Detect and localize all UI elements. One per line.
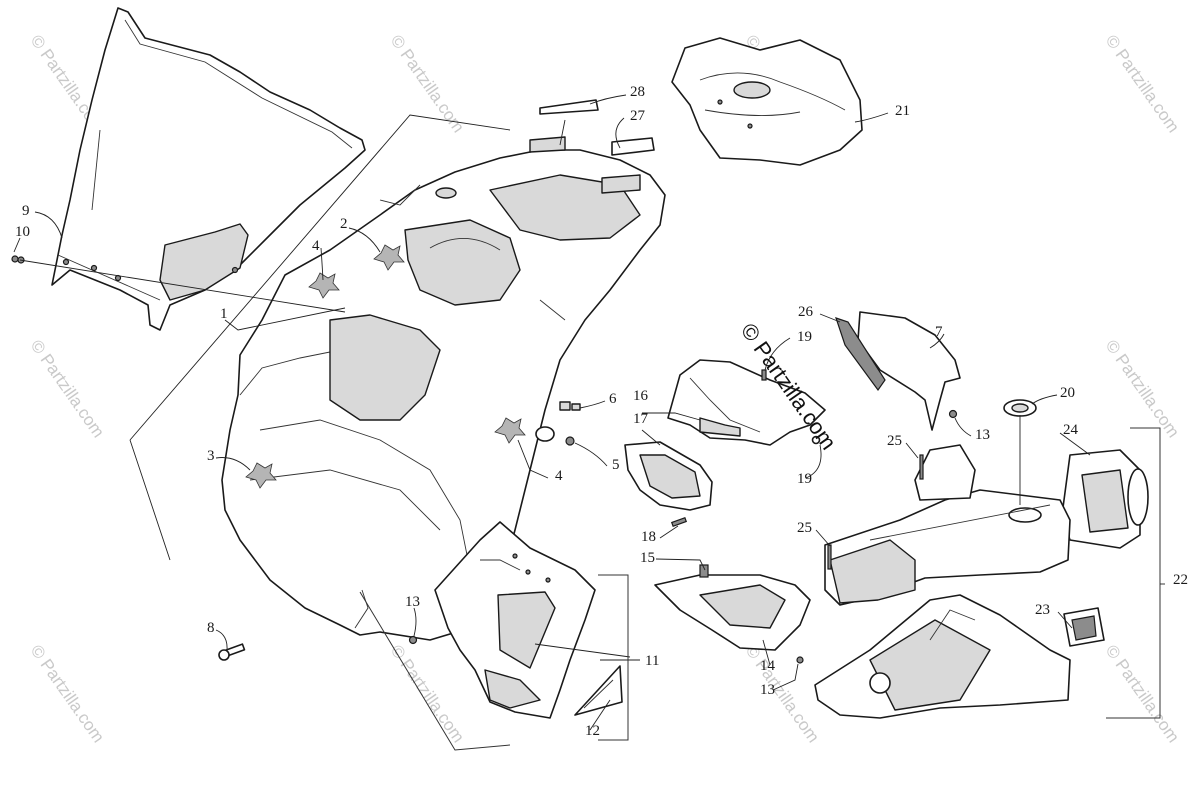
part-screws[interactable] (11, 255, 25, 264)
watermark-tile: © Partzilla.com (1102, 641, 1183, 746)
part-fasteners[interactable] (408, 369, 958, 645)
part-filter-decal[interactable] (1063, 607, 1105, 647)
callout-c17[interactable]: 17 (633, 411, 649, 427)
callout-c5[interactable]: 5 (612, 457, 620, 473)
callout-c24[interactable]: 24 (1063, 422, 1079, 438)
leader-lines (13, 94, 1165, 751)
watermark-tile: © Partzilla.com (1102, 336, 1183, 441)
callout-c16[interactable]: 16 (633, 388, 649, 404)
callout-c13a[interactable]: 13 (405, 594, 420, 610)
callout-labels: 1234456789101112131313141516171819192021… (15, 84, 1188, 739)
callout-c9[interactable]: 9 (22, 203, 30, 219)
callout-c20[interactable]: 20 (1060, 385, 1075, 401)
watermark-tile: © Partzilla.com (27, 641, 108, 746)
part-side-panel[interactable] (434, 521, 596, 719)
part-dash-cover[interactable] (671, 37, 863, 166)
callout-c19a[interactable]: 19 (797, 329, 812, 345)
watermark-tile: © Partzilla.com (27, 336, 108, 441)
callout-c8[interactable]: 8 (207, 620, 215, 636)
callout-c26[interactable]: 26 (798, 304, 814, 320)
part-bolt[interactable] (218, 643, 246, 661)
callout-c11[interactable]: 11 (645, 653, 659, 669)
callout-c28[interactable]: 28 (630, 84, 645, 100)
callout-c12[interactable]: 12 (585, 723, 600, 739)
callout-c21[interactable]: 21 (895, 103, 910, 119)
part-side-trim[interactable] (835, 311, 961, 431)
part-hood[interactable] (221, 149, 666, 641)
part-decals[interactable] (245, 244, 526, 489)
callout-c25b[interactable]: 25 (797, 520, 812, 536)
callout-c23[interactable]: 23 (1035, 602, 1050, 618)
callout-c13b[interactable]: 13 (975, 427, 990, 443)
callout-c18[interactable]: 18 (641, 529, 656, 545)
callout-c4b[interactable]: 4 (555, 468, 563, 484)
callout-c6[interactable]: 6 (609, 391, 617, 407)
watermark-tile: © Partzilla.com (742, 641, 823, 746)
part-upper-bracket[interactable] (667, 359, 826, 446)
callout-c3[interactable]: 3 (207, 448, 215, 464)
callout-c15[interactable]: 15 (640, 550, 655, 566)
callout-c4a[interactable]: 4 (312, 238, 320, 254)
watermark-tile: © Partzilla.com (1102, 31, 1183, 136)
part-grommet[interactable] (535, 401, 581, 446)
part-grommet-large[interactable] (1003, 399, 1037, 417)
callout-c7[interactable]: 7 (935, 324, 943, 340)
part-air-duct[interactable] (1061, 449, 1149, 549)
callout-c2[interactable]: 2 (340, 216, 348, 232)
part-airbox[interactable] (814, 444, 1071, 719)
part-windshield[interactable] (51, 7, 366, 331)
callout-c25a[interactable]: 25 (887, 433, 902, 449)
part-plates[interactable] (529, 99, 655, 194)
callout-c14[interactable]: 14 (760, 658, 776, 674)
part-vent-panel[interactable] (624, 441, 713, 511)
callout-c19b[interactable]: 19 (797, 471, 812, 487)
callout-c1[interactable]: 1 (220, 306, 228, 322)
callout-c13c[interactable]: 13 (760, 682, 775, 698)
part-side-plate[interactable] (574, 665, 623, 716)
part-tray[interactable] (654, 564, 811, 664)
watermark-tile: © Partzilla.com (387, 31, 468, 136)
callout-c27[interactable]: 27 (630, 108, 646, 124)
callout-c22[interactable]: 22 (1173, 572, 1188, 588)
callout-c10[interactable]: 10 (15, 224, 30, 240)
